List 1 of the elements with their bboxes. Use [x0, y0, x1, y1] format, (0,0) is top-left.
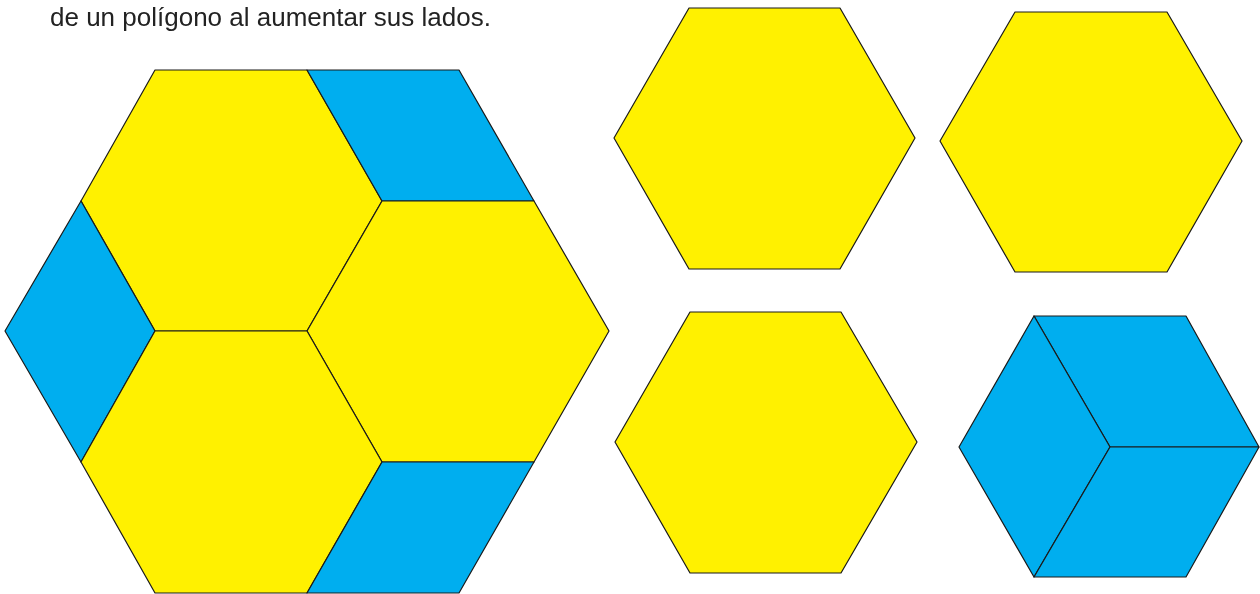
- caption-text: de un polígono al aumentar sus lados.: [50, 2, 491, 32]
